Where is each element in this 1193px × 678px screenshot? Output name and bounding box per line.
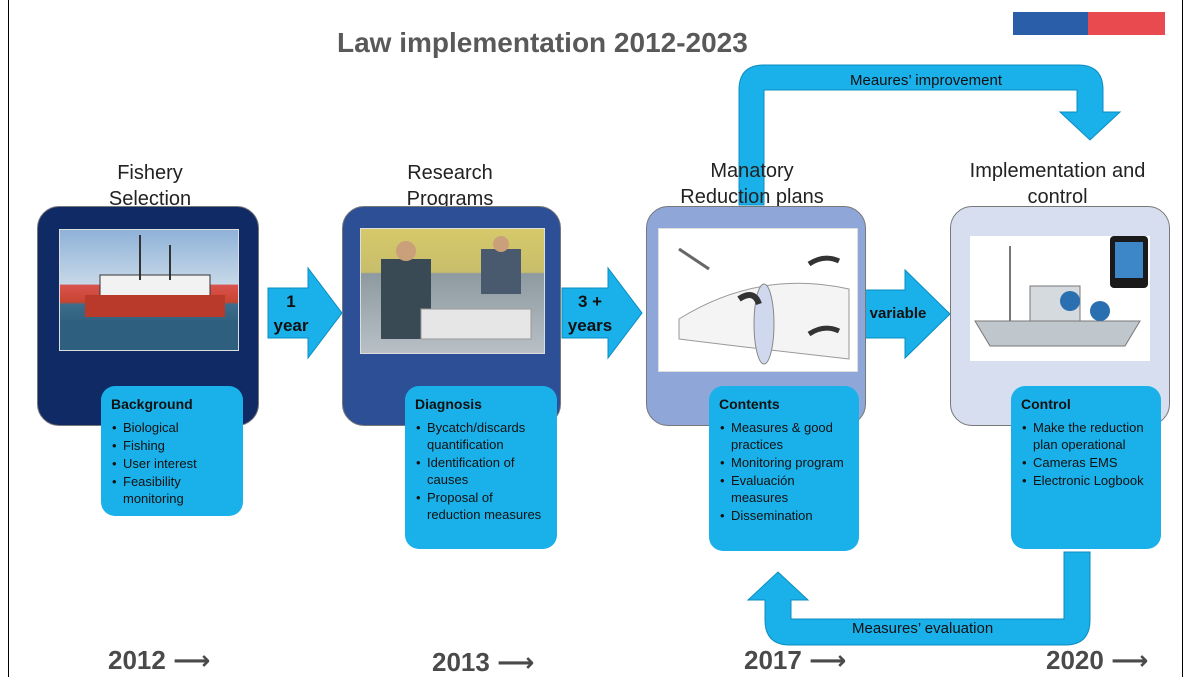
list-item: Identification of causes [416,454,549,488]
info-card-diagnosis: Diagnosis Bycatch/discards quantificatio… [405,386,557,549]
list-item: Make the reduction plan operational [1022,419,1153,453]
list-item: User interest [112,455,235,472]
list-item: Proposal of reduction measures [416,489,549,523]
list-item: Dissemination [720,507,851,524]
info-card-header: Background [111,396,193,412]
info-card-contents: Contents Measures & good practices Monit… [709,386,859,551]
flag-blue-stripe [1013,12,1088,35]
info-card-header: Control [1021,396,1071,412]
improvement-loop-label: Meaures’ improvement [850,72,1002,89]
evaluation-loop-label: Measures’ evaluation [852,620,994,637]
arrow-label-variable: variable [869,305,927,322]
researchers-sorting-fish-photo [360,228,545,354]
info-card-header: Contents [719,396,780,412]
list-item: Measures & good practices [720,419,851,453]
year-label-2012: 2012 ⟶ [108,645,211,675]
list-item: Feasibility monitoring [112,473,235,507]
improvement-loop-arrow [738,64,1122,206]
year-label-2013: 2013 ⟶ [432,647,535,677]
list-item: Monitoring program [720,454,851,471]
right-arrow-icon: ⟶ [1103,645,1149,675]
arrow-label-3-years: 3 +years [567,292,613,335]
right-arrow-icon: ⟶ [801,645,847,675]
year-label-2020: 2020 ⟶ [1046,645,1149,675]
evaluation-loop-arrow [746,551,1091,646]
slide-frame [8,0,1183,677]
list-item: Fishing [112,437,235,454]
page-title: Law implementation 2012-2023 [337,27,748,58]
year-label-2017: 2017 ⟶ [744,645,847,675]
list-item: Bycatch/discards quantification [416,419,549,453]
right-arrow-icon: ⟶ [489,647,535,677]
vessel-cameras-ems-diagram [970,236,1150,361]
info-card-control: Control Make the reduction plan operatio… [1011,386,1161,549]
fishing-boat-photo [59,229,239,351]
right-arrow-icon: ⟶ [165,645,211,675]
info-card-header: Diagnosis [415,396,482,412]
list-item: Electronic Logbook [1022,472,1153,489]
list-item: Biological [112,419,235,436]
flag-red-stripe [1088,12,1165,35]
list-item: Cameras EMS [1022,454,1153,471]
info-card-background: Background Biological Fishing User inter… [101,386,243,516]
sea-lion-exclusion-device-diagram [658,228,858,372]
list-item: Evaluación measures [720,472,851,506]
